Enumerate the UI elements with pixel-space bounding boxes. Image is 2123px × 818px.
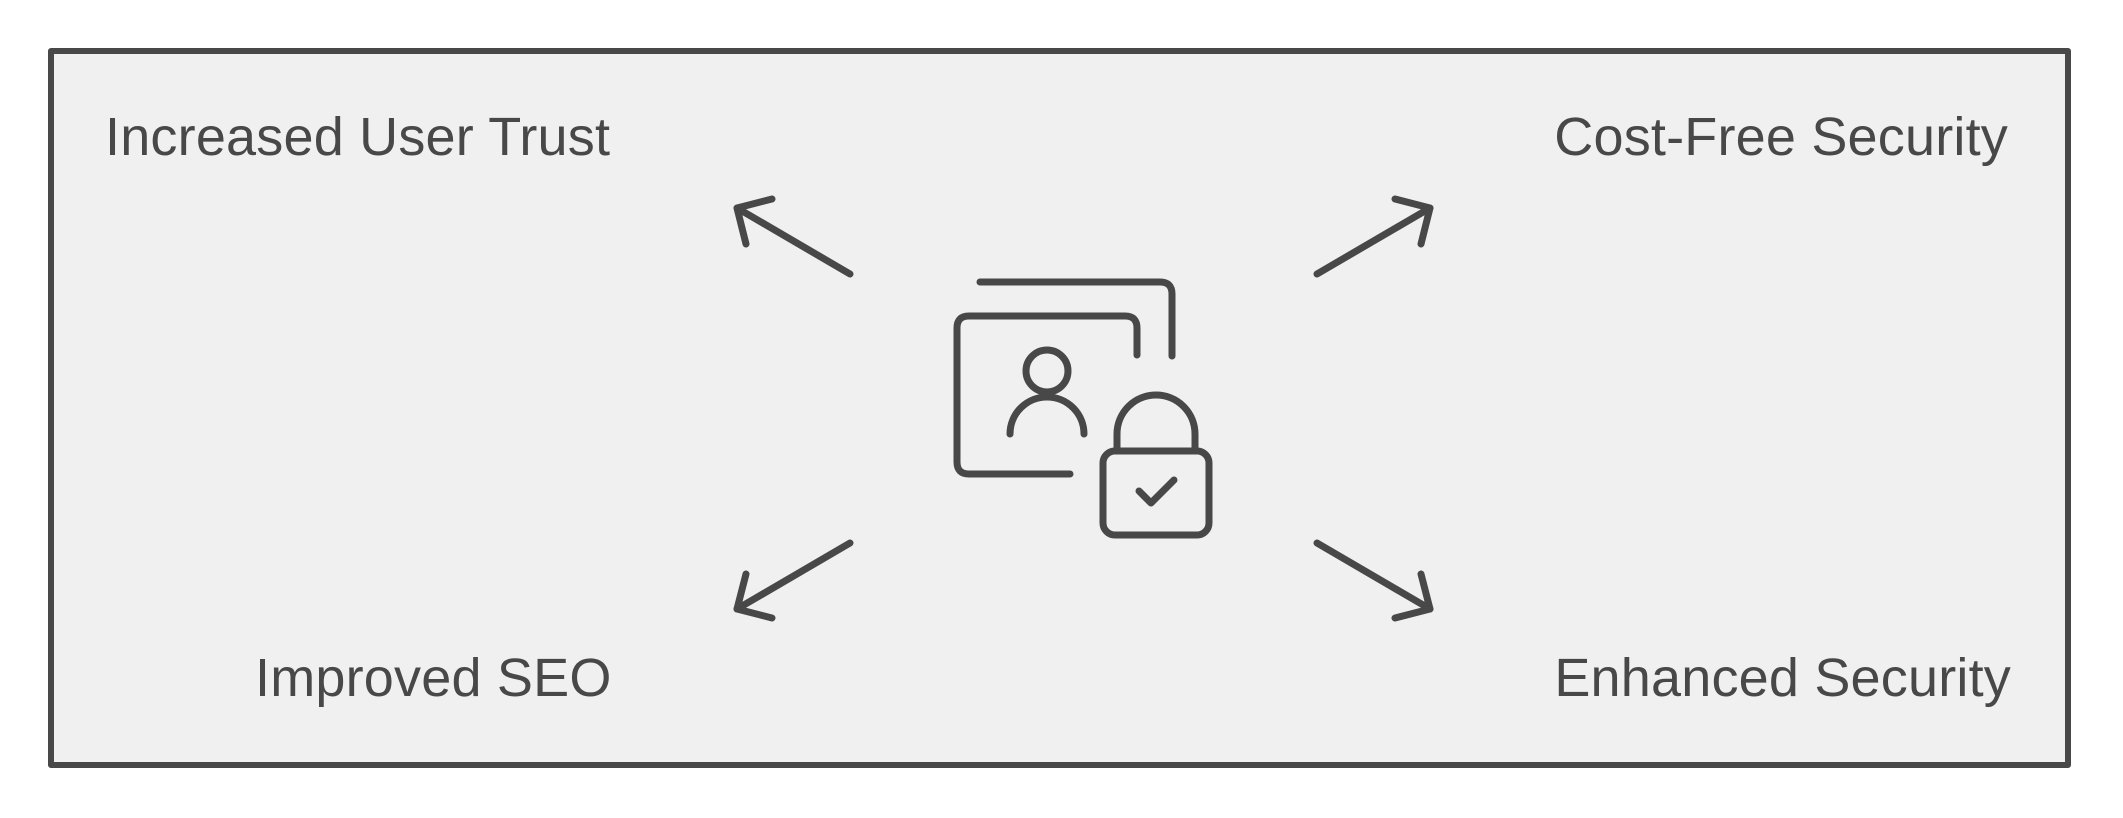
outcome-label-enhanced-security: Enhanced Security xyxy=(1554,648,2011,708)
arrow-to-improved-seo xyxy=(733,539,854,622)
outcome-label-increased-user-trust: Increased User Trust xyxy=(105,107,611,167)
outcome-label-cost-free-security: Cost-Free Security xyxy=(1554,107,2008,167)
arrow-to-increased-user-trust xyxy=(733,195,854,278)
arrow-to-enhanced-security xyxy=(1313,539,1434,622)
diagram-frame xyxy=(48,48,2071,768)
arrow-to-cost-free-security xyxy=(1313,195,1434,278)
outcome-label-improved-seo: Improved SEO xyxy=(255,648,612,708)
secure-user-profile-icon xyxy=(953,278,1213,539)
